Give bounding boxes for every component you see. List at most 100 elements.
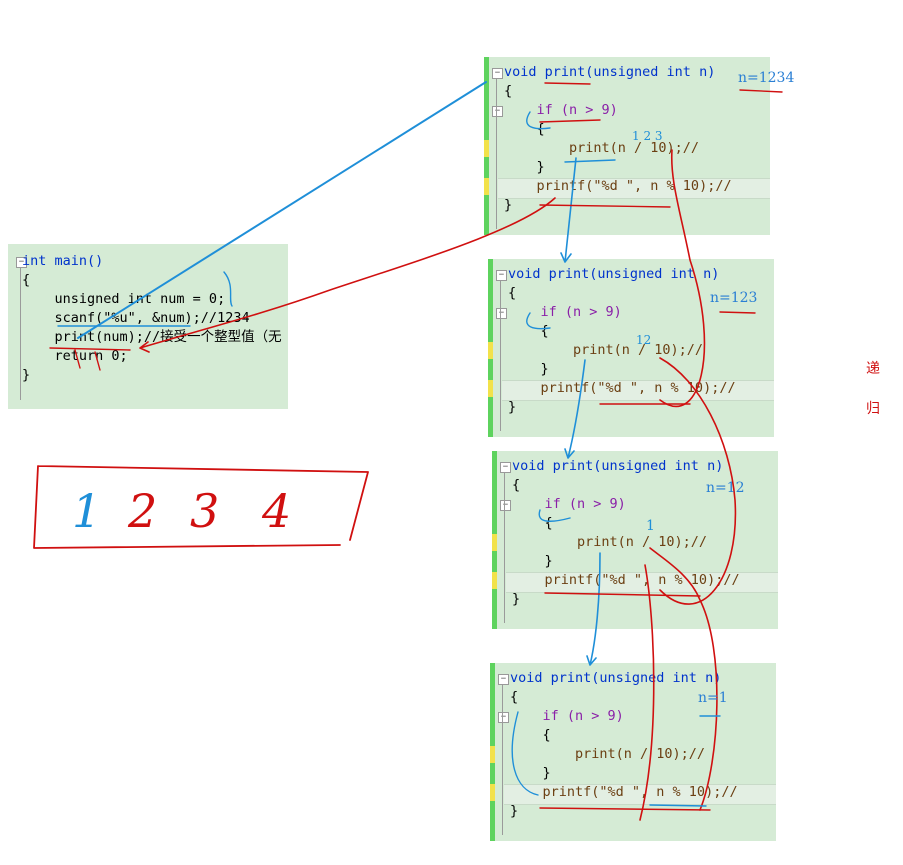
code-text: if (n > 9) — [510, 708, 624, 724]
box-digit: 1 — [72, 484, 101, 538]
code-text: { — [510, 727, 551, 743]
code-text: } — [504, 197, 513, 213]
fold-guide-line — [502, 685, 503, 835]
code-line: } — [512, 590, 740, 609]
fold-toggle-icon[interactable]: − — [500, 462, 511, 473]
print-code: void print(unsigned int n) { if (n > 9) {… — [504, 63, 732, 215]
code-line: } — [504, 158, 732, 177]
code-line: if (n > 9) — [512, 495, 740, 514]
code-text: { — [508, 285, 517, 301]
code-text: if (n > 9) — [512, 496, 626, 512]
code-line: { — [510, 726, 738, 745]
code-text: { — [512, 477, 521, 493]
print-code: void print(unsigned int n) { if (n > 9) {… — [508, 265, 736, 417]
digit-box-red — [33, 465, 369, 549]
code-line: { — [508, 284, 736, 303]
code-line: if (n > 9) — [504, 101, 732, 120]
code-line: } — [22, 366, 282, 385]
code-text: { — [508, 323, 549, 339]
code-text: print(num);//接受一个整型值（无 — [22, 329, 282, 345]
fold-toggle-icon[interactable]: − — [492, 106, 503, 117]
box-digit: 3 — [190, 484, 219, 538]
code-line: printf("%d ", n % 10);// — [508, 379, 736, 398]
print-panel-1: − − void print(unsigned int n) { if (n > … — [484, 57, 770, 235]
box-digit: 4 — [261, 484, 291, 538]
code-text: { — [504, 83, 513, 99]
change-marker — [484, 178, 489, 195]
code-line: return 0; — [22, 347, 282, 366]
code-text: } — [512, 591, 521, 607]
code-line: } — [504, 196, 732, 215]
fold-toggle-icon[interactable]: − — [498, 712, 509, 723]
fold-toggle-icon[interactable]: − — [498, 674, 509, 685]
code-line: } — [510, 764, 738, 783]
fold-toggle-icon[interactable]: − — [16, 257, 27, 268]
code-line: { — [504, 120, 732, 139]
code-line: printf("%d ", n % 10);// — [504, 177, 732, 196]
code-text: void print(unsigned int n) — [510, 670, 722, 686]
code-text: void print(unsigned int n) — [504, 64, 716, 80]
change-marker — [492, 534, 497, 551]
code-line: print(n / 10);// — [504, 139, 732, 158]
code-line: printf("%d ", n % 10);// — [512, 571, 740, 590]
code-text: } — [508, 399, 517, 415]
code-text: if (n > 9) — [508, 304, 622, 320]
code-line: void print(unsigned int n) — [504, 63, 732, 82]
code-line: if (n > 9) — [508, 303, 736, 322]
print-panel-4: − − void print(unsigned int n) { if (n > … — [490, 663, 776, 841]
code-line: scanf("%u", &num);//1234 — [22, 309, 282, 328]
code-text: { — [504, 121, 545, 137]
code-text: print(n / 10);// — [512, 534, 708, 550]
recursion-label: 归 — [866, 401, 880, 417]
code-line: { — [508, 322, 736, 341]
fold-guide-line — [504, 473, 505, 623]
fold-toggle-icon[interactable]: − — [492, 68, 503, 79]
print-panel-3: − − void print(unsigned int n) { if (n > … — [492, 451, 778, 629]
code-line: printf("%d ", n % 10);// — [510, 783, 738, 802]
code-text: if (n > 9) — [504, 102, 618, 118]
code-text: { — [510, 689, 519, 705]
code-text: void print(unsigned int n) — [508, 266, 720, 282]
code-text: printf("%d ", n % 10);// — [512, 572, 740, 588]
code-text: int main() — [22, 253, 104, 269]
code-text: } — [510, 803, 519, 819]
main-code-panel: − int main() { unsigned int num = 0; scan… — [8, 244, 288, 409]
code-line: } — [512, 552, 740, 571]
code-line: print(num);//接受一个整型值（无 — [22, 328, 282, 347]
code-line: { — [22, 271, 282, 290]
code-line: { — [504, 82, 732, 101]
code-line: print(n / 10);// — [510, 745, 738, 764]
main-code: int main() { unsigned int num = 0; scanf(… — [22, 252, 282, 385]
code-line: print(n / 10);// — [512, 533, 740, 552]
code-text: void print(unsigned int n) — [512, 458, 724, 474]
code-text: } — [22, 367, 31, 383]
print-panel-2: − − void print(unsigned int n) { if (n > … — [488, 259, 774, 437]
change-marker — [488, 342, 493, 359]
code-text: print(n / 10);// — [510, 746, 706, 762]
fold-guide-line — [496, 79, 497, 229]
n-value-note: n=12 — [706, 480, 745, 496]
code-line: { — [512, 514, 740, 533]
fold-toggle-icon[interactable]: − — [496, 308, 507, 319]
code-text: unsigned int num = 0; — [22, 291, 226, 307]
change-marker — [490, 784, 495, 801]
n-value-note: n=123 — [710, 290, 758, 306]
n-value-note: n=1234 — [738, 70, 795, 86]
fold-guide-line — [500, 281, 501, 431]
code-line: if (n > 9) — [510, 707, 738, 726]
change-marker — [484, 140, 489, 157]
code-text: } — [508, 361, 549, 377]
fold-guide-line — [20, 268, 21, 400]
code-text: { — [512, 515, 553, 531]
code-text: print(n / 10);// — [508, 342, 704, 358]
code-line: void print(unsigned int n) — [510, 669, 738, 688]
code-text: printf("%d ", n % 10);// — [508, 380, 736, 396]
code-text: } — [512, 553, 553, 569]
code-line: unsigned int num = 0; — [22, 290, 282, 309]
fold-toggle-icon[interactable]: − — [500, 500, 511, 511]
code-line: print(n / 10);// — [508, 341, 736, 360]
change-marker — [492, 572, 497, 589]
fold-toggle-icon[interactable]: − — [496, 270, 507, 281]
code-text: return 0; — [22, 348, 128, 364]
box-digit: 2 — [127, 484, 157, 538]
